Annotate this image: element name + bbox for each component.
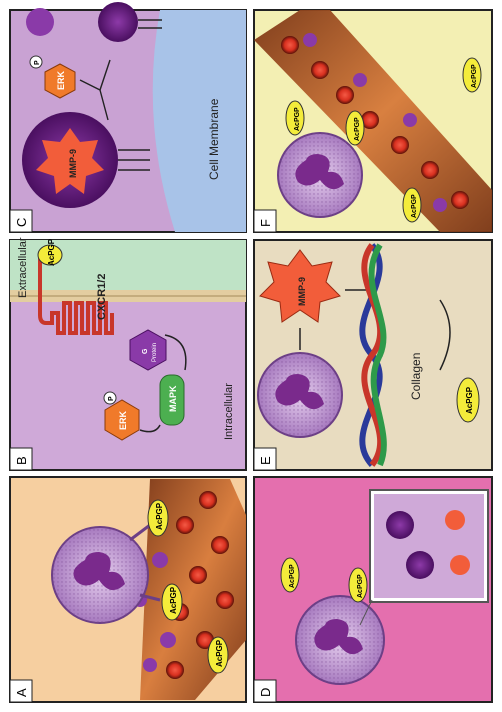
g-protein-label-1: G (142, 348, 149, 354)
membrane-label: Cell Membrane (207, 98, 221, 180)
phospho-label: P (34, 60, 41, 65)
erk-label: ERK (56, 70, 66, 90)
panel-letters: A B C D E F (9, 209, 277, 703)
ligand-label: AcPGP (47, 238, 56, 266)
ligand-label-1: AcPGP (289, 564, 296, 588)
signal-arrows (79, 19, 162, 171)
collagen-helix (359, 243, 387, 468)
neutrophil (277, 132, 363, 218)
arrow-mapk-to-erk (139, 424, 161, 433)
phospho-label: P (108, 396, 115, 401)
acpgp-product: AcPGP (456, 377, 480, 423)
extracellular-label: Extracellular (17, 237, 29, 298)
erk: ERK P (103, 391, 140, 441)
letter-c: C (14, 218, 29, 227)
ligand-label-2: AcPGP (357, 574, 364, 598)
product-label: AcPGP (465, 386, 474, 414)
mmp9: MMP-9 (259, 249, 341, 323)
letter-a: A (14, 688, 29, 697)
erk: ERK P (29, 55, 76, 99)
panel-e: MMP-9 Collagen AcPGP (253, 239, 493, 471)
letter-d: D (258, 688, 273, 697)
g-protein-label-2: Protein (152, 343, 158, 362)
letter-f: F (258, 219, 273, 227)
acpgp-ligand: AcPGP AcPGP AcPGP AcPGP (285, 57, 482, 223)
ligand-label-1: AcPGP (155, 502, 164, 530)
zoom-inset (359, 489, 489, 626)
collagen-label: Collagen (409, 353, 423, 400)
receptor-label: CXCR1/2 (96, 274, 108, 320)
cell-membrane (152, 10, 246, 232)
arrow-g-to-mapk (164, 334, 187, 371)
panel-a: AcPGP AcPGP AcPGP (9, 476, 247, 703)
g-protein: G Protein (129, 329, 167, 371)
neutrophil (51, 523, 161, 624)
nucleus (73, 552, 125, 591)
erk-label: ERK (118, 410, 128, 430)
secreting-vesicle (26, 2, 138, 42)
ligand-label-3: AcPGP (215, 639, 224, 667)
ligand-label-4: AcPGP (411, 194, 418, 218)
panel-b: AcPGP CXCR1/2 Extracellular Intracellula… (9, 237, 247, 471)
acpgp-ligand: AcPGP AcPGP (280, 557, 368, 603)
mmp9-label: MMP-9 (297, 277, 307, 306)
panel-c: Cell Membrane MMP-9 ERK P (9, 2, 247, 233)
panel-f: AcPGP AcPGP AcPGP AcPGP (253, 9, 493, 233)
cxcr-receptor (37, 244, 114, 335)
neutrophil (295, 595, 385, 685)
neutrophil (257, 352, 343, 438)
mmp9-label: MMP-9 (68, 149, 78, 178)
letter-e: E (258, 456, 273, 465)
red-blood-cells (281, 33, 469, 212)
arrow-collagen-to-product (439, 299, 451, 371)
ligand-label-2: AcPGP (354, 117, 361, 141)
letter-b: B (14, 456, 29, 465)
lipid-bilayer (10, 290, 246, 302)
ligand-label-3: AcPGP (471, 64, 478, 88)
mapk: MAPK (159, 374, 185, 426)
panel-d: AcPGP AcPGP (253, 476, 493, 703)
mmp9-vesicle: MMP-9 (22, 112, 118, 208)
mapk-label: MAPK (168, 385, 178, 412)
intracellular-label: Intracellular (223, 383, 235, 440)
ligand-label-2: AcPGP (169, 586, 178, 614)
acpgp-ligand: AcPGP AcPGP AcPGP (147, 499, 229, 674)
ligand-label-1: AcPGP (294, 107, 301, 131)
